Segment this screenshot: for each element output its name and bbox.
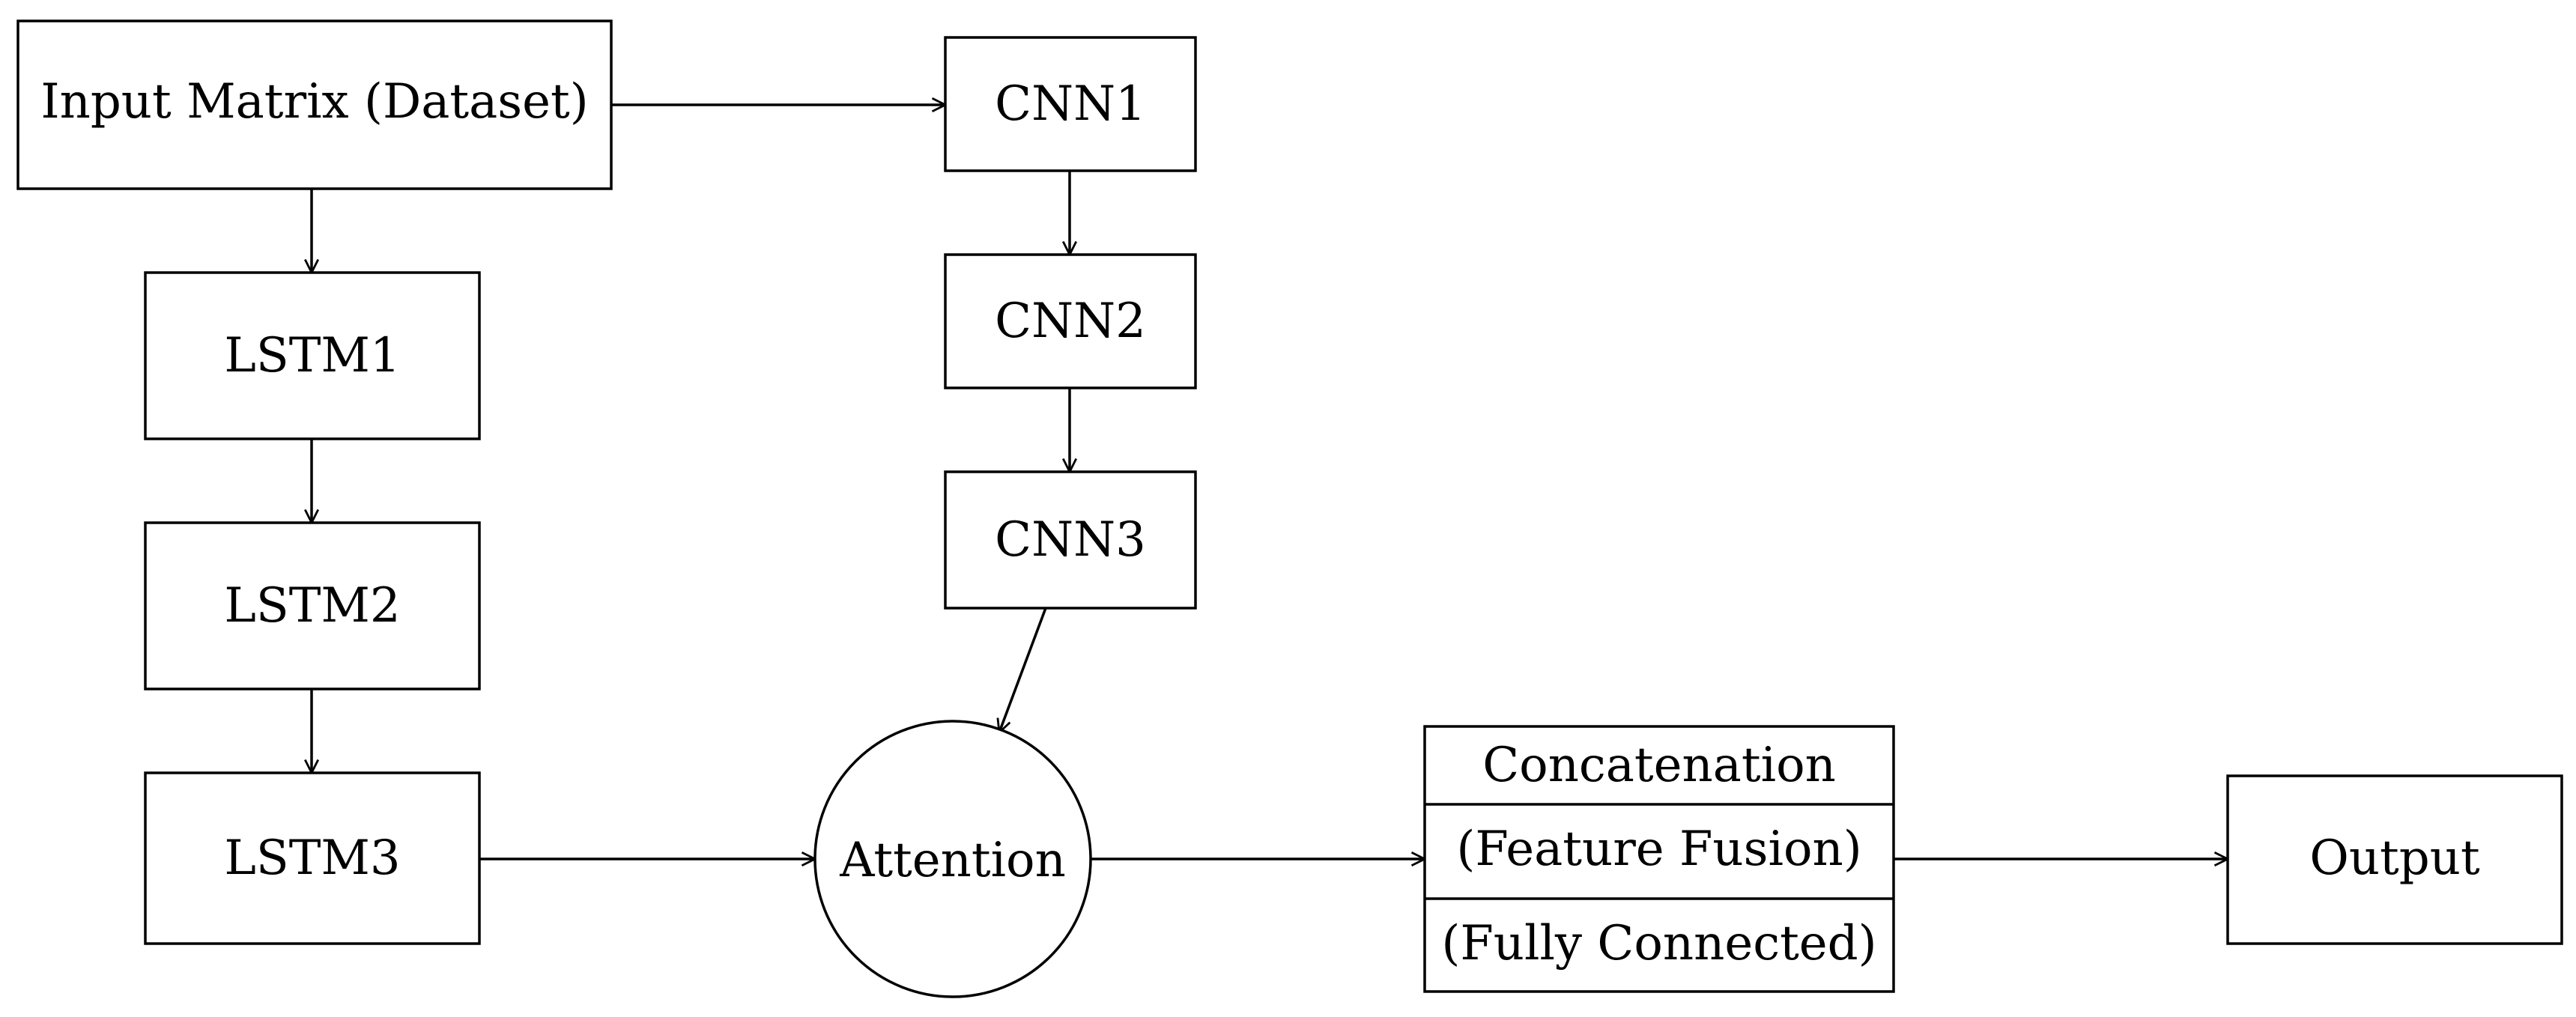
attention-label: Attention [839,833,1066,888]
concat-label-line1: Concatenation [1482,738,1836,793]
output-label: Output [2309,831,2480,886]
concat-label-line3: (Fully Connected) [1441,916,1876,971]
lstm2-node: LSTM2 [144,521,481,690]
cnn1-node: CNN1 [944,36,1197,172]
concat-label-line2: (Feature Fusion) [1456,822,1861,877]
input-matrix-node: Input Matrix (Dataset) [16,19,613,190]
cnn3-node: CNN3 [944,470,1197,610]
cnn3-label: CNN3 [995,512,1146,568]
input-matrix-label: Input Matrix (Dataset) [40,74,588,130]
edge-cnn3-to-attention [999,607,1047,732]
lstm1-label: LSTM1 [224,328,400,383]
lstm2-label: LSTM2 [224,578,400,634]
lstm1-node: LSTM1 [144,271,481,440]
lstm3-label: LSTM3 [224,831,400,886]
cnn2-node: CNN2 [944,253,1197,389]
output-node: Output [2226,774,2563,945]
lstm3-node: LSTM3 [144,771,481,945]
cnn2-label: CNN2 [995,294,1146,349]
concatenation-node: Concatenation (Feature Fusion) (Fully Co… [1423,725,1895,993]
cnn1-label: CNN1 [995,76,1146,132]
edges [312,105,2228,859]
attention-node: Attention [813,720,1092,998]
